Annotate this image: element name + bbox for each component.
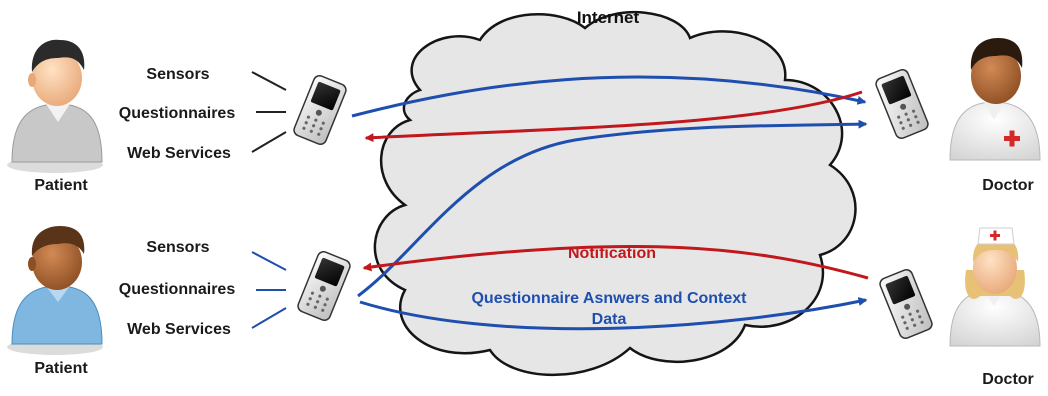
notification-label: Notification (568, 245, 656, 262)
data-arrow-top-patient-to-top-doctor (351, 75, 867, 118)
patient-phone-top (293, 75, 347, 145)
patient-avatar-top (7, 39, 103, 173)
doctor-avatar-bottom (949, 227, 1041, 347)
patient-top-caption: Patient (34, 177, 88, 194)
internet-cloud (373, 10, 857, 377)
doctor-top-caption: Doctor (982, 177, 1034, 194)
data-arrow-bottom-patient-to-bottom-doctor (359, 297, 868, 331)
doctor-bottom-caption: Doctor (982, 371, 1034, 388)
data-arrow-bottom-patient-to-top-doctor (357, 119, 868, 298)
patient-bottom-input-questionnaires: Questionnaires (119, 281, 236, 298)
patient-bottom-caption: Patient (34, 360, 88, 377)
patient-top-input-questionnaires: Questionnaires (119, 105, 236, 122)
notification-arrow-top-doctor-to-top-patient (364, 90, 863, 143)
patient-bottom-connectors (251, 251, 287, 329)
patient-top-connectors (251, 71, 287, 153)
patient-bottom-input-sensors: Sensors (146, 239, 209, 256)
patient-avatar-bottom (7, 226, 103, 355)
patient-bottom-input-web-services: Web Services (127, 321, 231, 338)
flow-arrows (351, 75, 869, 331)
answers-label-line2: Data (592, 311, 627, 328)
patient-phone-bottom (297, 251, 351, 321)
doctor-phone-bottom (879, 269, 933, 339)
patient-top-input-web-services: Web Services (127, 145, 231, 162)
internet-label: Internet (577, 8, 640, 27)
notification-arrow-bottom-doctor-to-bottom-patient (362, 244, 869, 280)
doctor-avatar-top (949, 38, 1041, 161)
answers-label-line1: Questionnaire Asnwers and Context (471, 290, 747, 307)
doctor-phone-top (875, 69, 929, 139)
patient-top-input-sensors: Sensors (146, 66, 209, 83)
